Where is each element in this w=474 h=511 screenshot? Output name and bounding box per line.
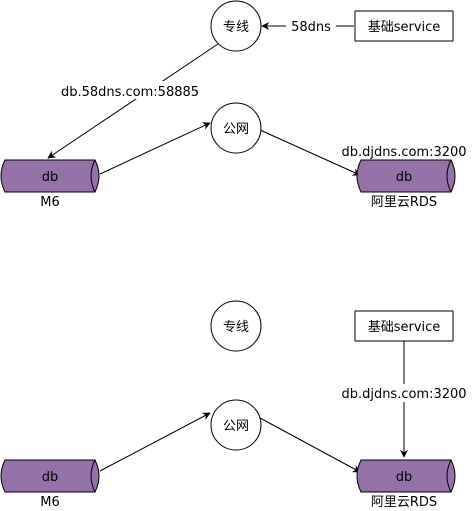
node-service [354,310,454,342]
node-gongwang-label: 公网 [223,122,249,137]
db-right-label: db [396,170,413,185]
node-service-label: 基础service [368,320,441,335]
db-right-caption: 阿里云RDS [371,495,437,510]
top-diagram: 专线 基础service 58dns db.58dns.com:58885 公网… [0,0,467,210]
bottom-diagram: 专线 基础service db.djdns.com:3200 公网 db M6 … [0,300,472,510]
edge-gongwang-to-rds [259,417,361,473]
db-left-curve [90,159,96,193]
node-gongwang [210,399,262,451]
db-left-caption: M6 [40,495,60,510]
label-bg [52,81,208,99]
label-rds-conn: db.djdns.com:3200 [341,145,466,160]
label-bg [286,16,336,34]
db-left-caption: M6 [40,195,60,210]
node-zhuanxian [210,0,262,52]
db-right-caption: 阿里云RDS [371,195,437,210]
label-m6-conn: db.58dns.com:58885 [61,85,199,100]
edge-zhuanxian-to-m6 [47,43,219,159]
node-gongwang-label: 公网 [223,419,249,434]
node-service-label: 基础service [368,20,441,35]
label-58dns: 58dns [291,20,331,35]
db-right-curve [446,159,452,193]
db-left-curve [90,459,96,493]
db-right-curve [446,459,452,493]
label-rds-conn: db.djdns.com:3200 [341,387,466,402]
label-bg [334,384,472,402]
node-zhuanxian-label: 专线 [223,320,249,335]
db-left-label: db [42,170,59,185]
db-left-label: db [42,470,59,485]
node-gongwang [210,102,262,154]
node-zhuanxian [210,300,262,352]
edge-m6-to-gongwang [99,122,211,175]
node-zhuanxian-label: 专线 [223,20,249,35]
db-right-label: db [396,470,413,485]
edge-gongwang-to-rds [259,129,361,176]
edge-m6-to-gongwang [99,412,211,472]
node-service [354,10,454,42]
